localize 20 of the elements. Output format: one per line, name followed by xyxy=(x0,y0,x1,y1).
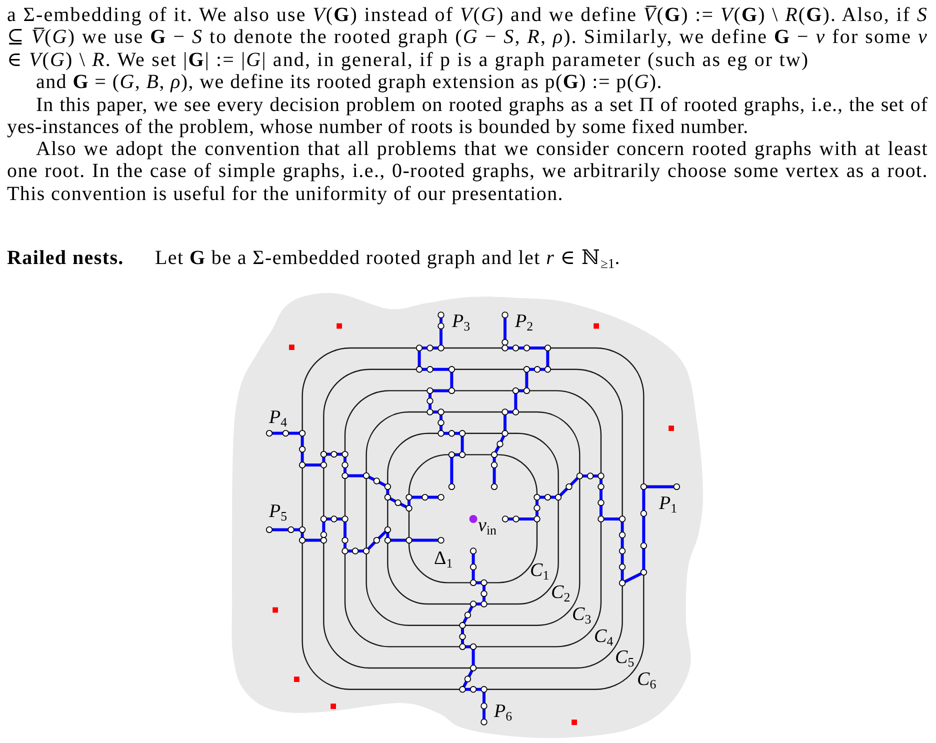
path-label: P$_{2}$ xyxy=(515,312,534,332)
cycle-label: C$_{4}$ xyxy=(594,627,614,647)
cycle-label: C$_{2}$ xyxy=(551,583,570,603)
path-label: P$_{5}$ xyxy=(269,502,288,522)
path-label: P$_{1}$ xyxy=(659,494,678,514)
path-label: P$_{3}$ xyxy=(452,312,470,332)
face-label: Δ$_{1}$ xyxy=(434,549,453,569)
paragraph-text: In this paper, we see every decision problem on rooted graphs as a set Π of rooted graphs, i.e., the set of yes-instances of the problem, whose number of roots is bounded by some fixed number. xyxy=(7,94,928,138)
cycle-label: C$_{3}$ xyxy=(572,605,592,625)
vertex-label: v$_{in}$ xyxy=(478,516,496,536)
paragraph-text: Let G be a Σ-embedded rooted graph and let r ∈ ℕ$_{≥1}$. xyxy=(155,247,620,270)
cycle-label: C$_{1}$ xyxy=(530,561,550,581)
cycle-label: C$_{5}$ xyxy=(615,648,634,668)
paragraph-text: Also we adopt the convention that all problems that we consider concern rooted graphs with at least one root. In the case of simple graphs, i.e., 0-rooted graphs, we arbitrarily choose some vertex as a root. This convention is useful for the uniformity of our presentation. xyxy=(7,138,928,205)
path-label: P$_{4}$ xyxy=(269,408,288,428)
path-label: P$_{6}$ xyxy=(494,702,512,722)
paragraph-text: and G = (G, B, ρ), we define its rooted graph extension as p(G) := p(G). xyxy=(35,71,664,94)
section-heading: Railed nests. xyxy=(7,247,124,270)
paragraph-text: a Σ-embedding of it. We also use V(G) instead of V(G) and we define V̅(G) := V(G) \ R(G). Also, if S ⊆ V̅(G) we use G − S to denote the rooted graph (G − S, R, ρ). Similarly, we define G − v for some v ∈ V(G) \ R. We set |G| := |G| and, in general, if p is a graph parameter (such as eg or tw) xyxy=(7,4,928,71)
cycle-label: C$_{6}$ xyxy=(637,670,656,690)
